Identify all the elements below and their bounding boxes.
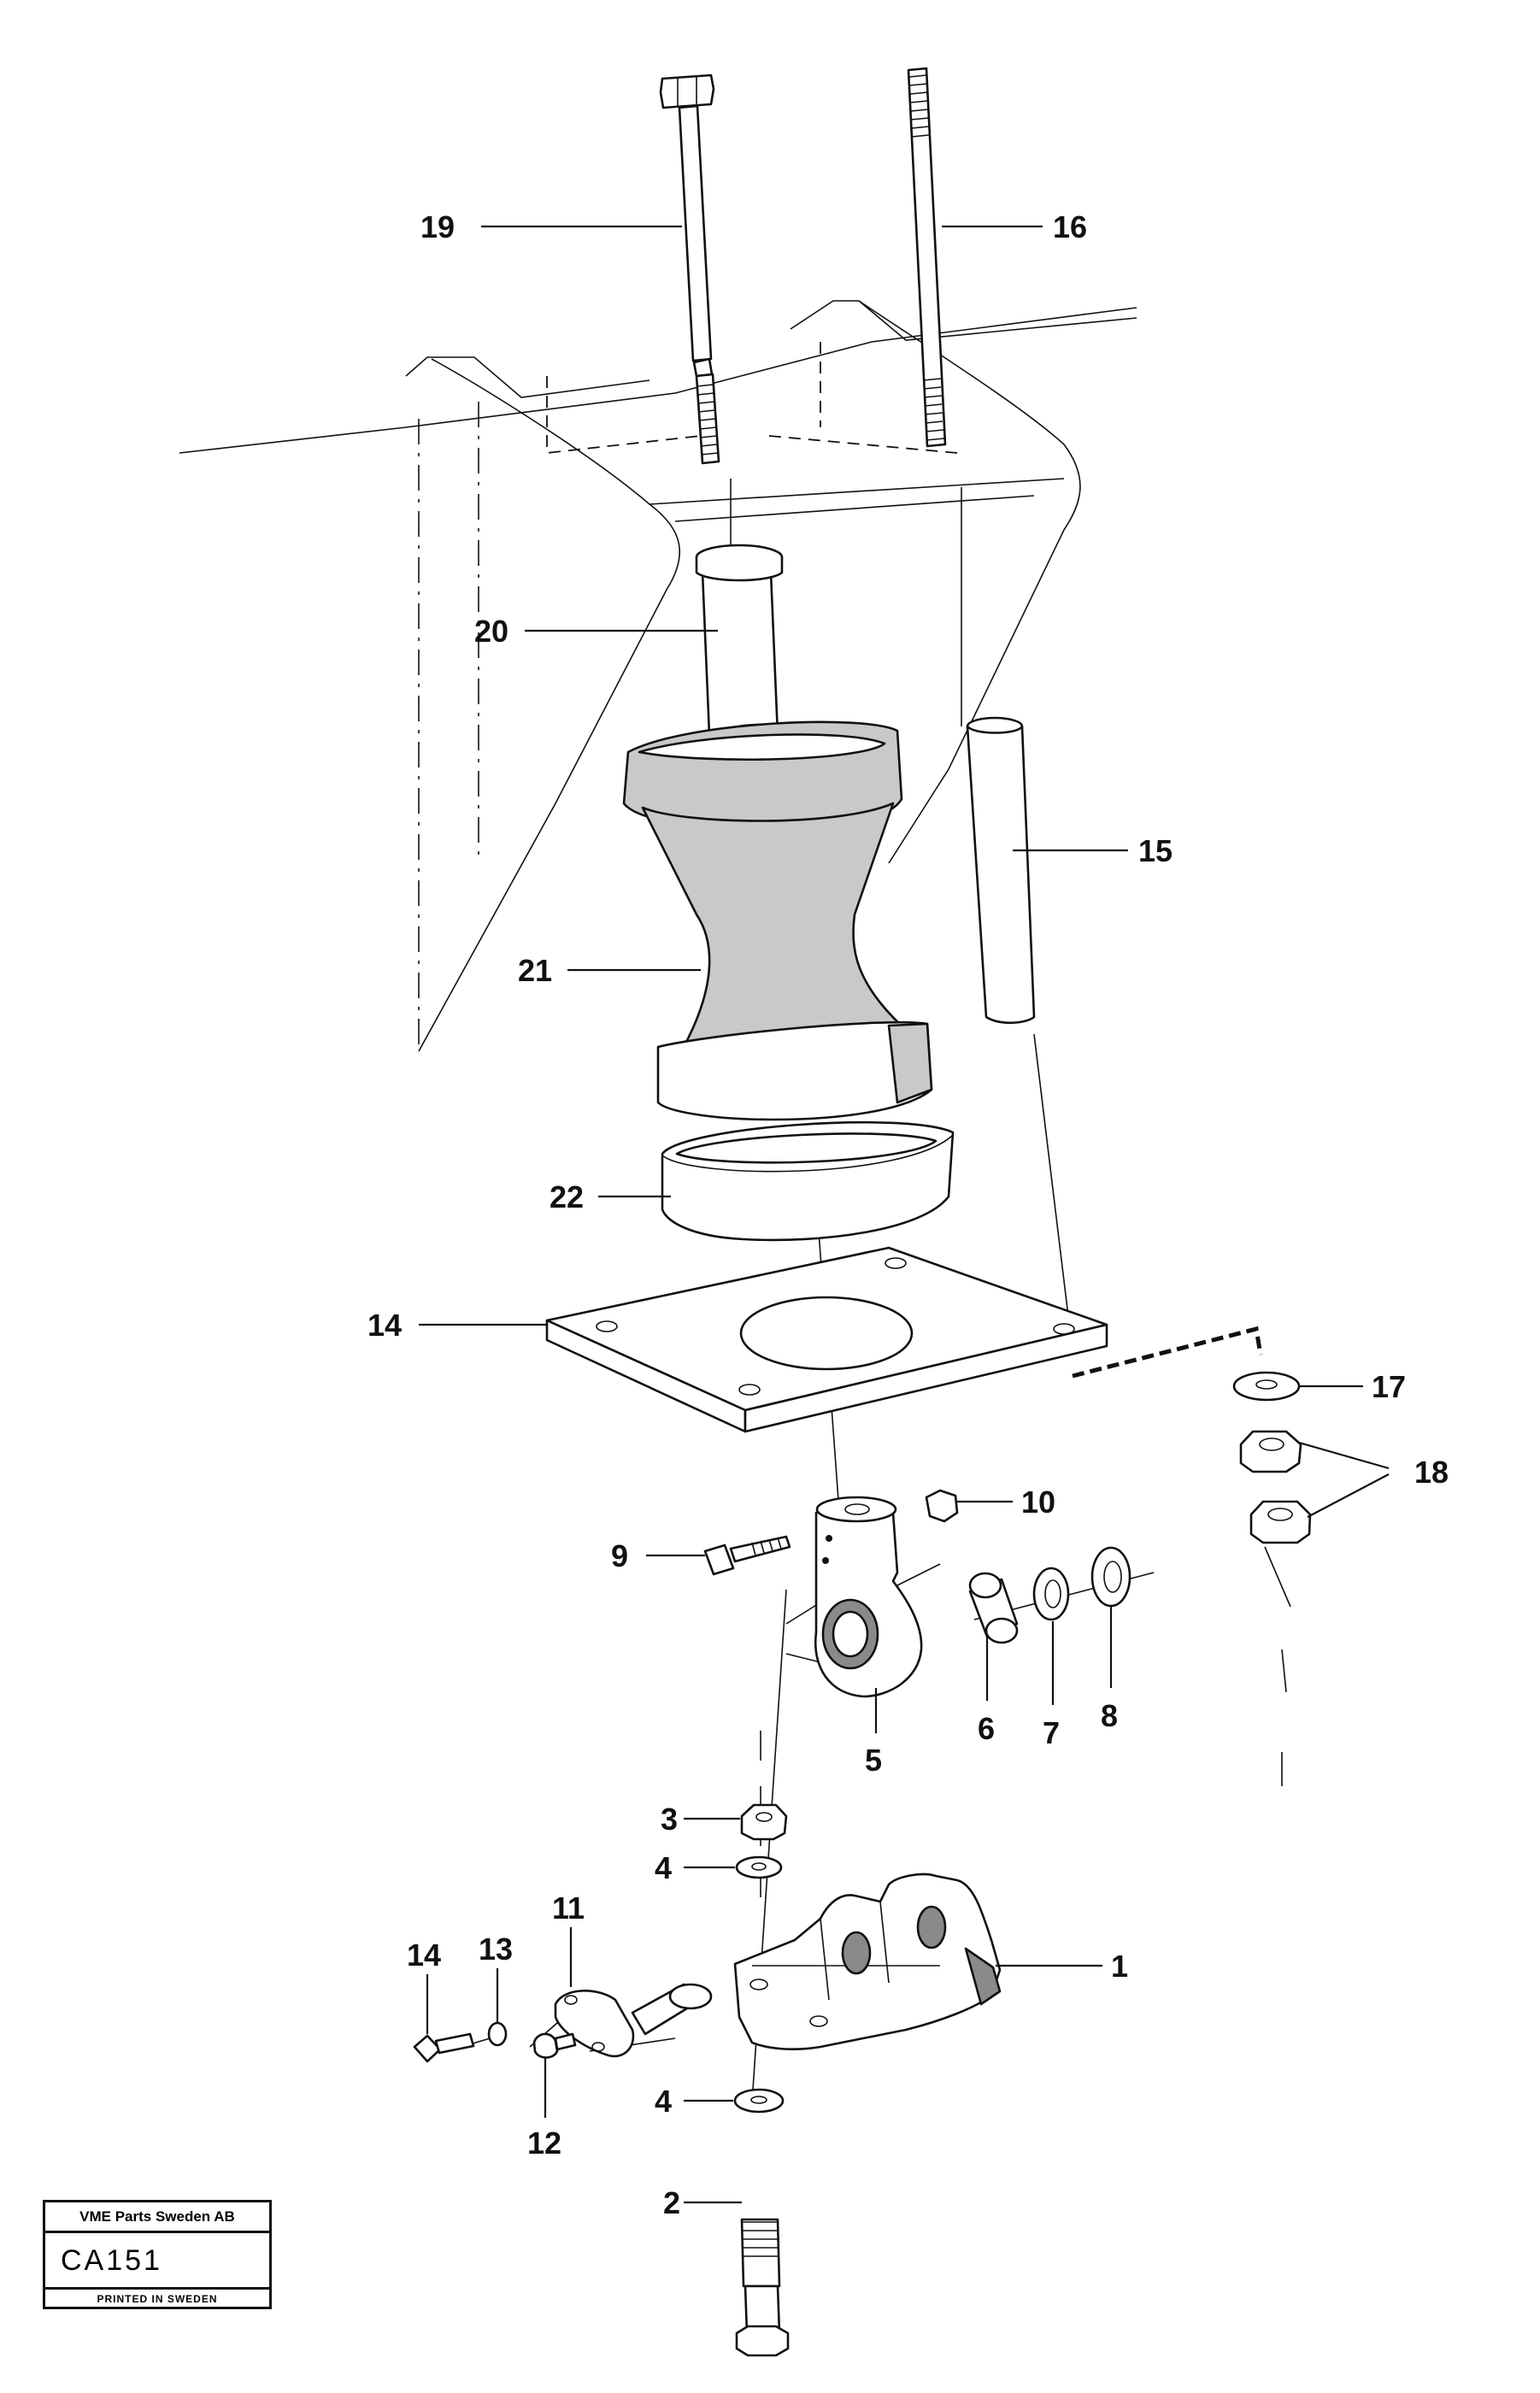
frame-bracket-outline xyxy=(179,300,1137,1052)
part-4-washer-upper xyxy=(735,1855,783,1879)
part-12-screw xyxy=(532,2032,577,2059)
callout-labels: 19 16 20 15 21 22 14 17 18 10 9 5 6 7 8 … xyxy=(367,209,1449,2220)
part-20-long-bolt xyxy=(659,73,720,465)
part-23-retaining-ring xyxy=(661,1121,955,1242)
part-16-tube xyxy=(966,716,1036,1025)
callout-22: 21 xyxy=(518,953,552,988)
part-15-mounting-plate xyxy=(545,1246,1263,1433)
callout-4-lower: 4 xyxy=(655,2084,672,2119)
callout-9: 9 xyxy=(611,1538,628,1573)
callout-18: 17 xyxy=(1372,1369,1406,1404)
callout-11: 11 xyxy=(552,1890,585,1926)
part-4-washer-lower xyxy=(733,2088,785,2114)
part-3-nut xyxy=(740,1803,788,1841)
part-10-nut xyxy=(925,1489,959,1523)
title-block-company: VME Parts Sweden AB xyxy=(45,2202,269,2233)
part-19-nut-upper xyxy=(1239,1430,1302,1473)
callout-13: 13 xyxy=(479,1931,513,1967)
callout-4-upper: 4 xyxy=(655,1850,672,1885)
leader-lines xyxy=(419,225,1390,2204)
callout-23: 22 xyxy=(550,1179,584,1214)
part-18-washer xyxy=(1232,1371,1301,1402)
part-11-flanged-pin xyxy=(554,1983,713,2058)
callout-16: 15 xyxy=(1138,833,1173,868)
part-8-washer xyxy=(1090,1546,1131,1608)
title-block-code: CA151 xyxy=(45,2233,269,2290)
part-2-bolt xyxy=(735,2218,790,2357)
callout-8: 8 xyxy=(1101,1698,1118,1733)
callout-7: 7 xyxy=(1043,1715,1060,1750)
callout-14: 14 xyxy=(407,1937,441,1973)
callout-12: 12 xyxy=(527,2125,561,2161)
callout-20: 19 xyxy=(420,209,455,244)
part-1-bracket xyxy=(733,1873,1002,2051)
part-7-spring-washer xyxy=(1032,1567,1070,1621)
part-22-rubber-buffer xyxy=(622,720,933,1121)
callout-2: 2 xyxy=(663,2185,680,2220)
callout-21: 20 xyxy=(474,614,508,649)
part-6-bushing xyxy=(968,1572,1019,1644)
title-block-printed: PRINTED IN SWEDEN xyxy=(97,2293,218,2305)
part-9-bolt xyxy=(703,1535,791,1576)
callout-1: 1 xyxy=(1111,1949,1128,1984)
callout-19: 18 xyxy=(1414,1455,1449,1490)
part-21-spacer-sleeve xyxy=(695,544,796,747)
callout-10: 10 xyxy=(1021,1485,1055,1520)
callout-6: 6 xyxy=(978,1711,995,1746)
part-17-threaded-stud xyxy=(907,67,947,448)
part-5-clevis-eye xyxy=(814,1496,923,1698)
callout-17: 16 xyxy=(1053,209,1087,244)
title-block: VME Parts Sweden AB CA151 PRINTED IN SWE… xyxy=(43,2200,272,2309)
part-19-nut-lower xyxy=(1249,1500,1312,1544)
callout-5: 5 xyxy=(865,1743,882,1778)
part-13-washer xyxy=(487,2021,508,2047)
callout-15: 14 xyxy=(367,1308,402,1343)
callout-3: 3 xyxy=(661,1802,678,1837)
part-14-screw xyxy=(413,2032,475,2063)
